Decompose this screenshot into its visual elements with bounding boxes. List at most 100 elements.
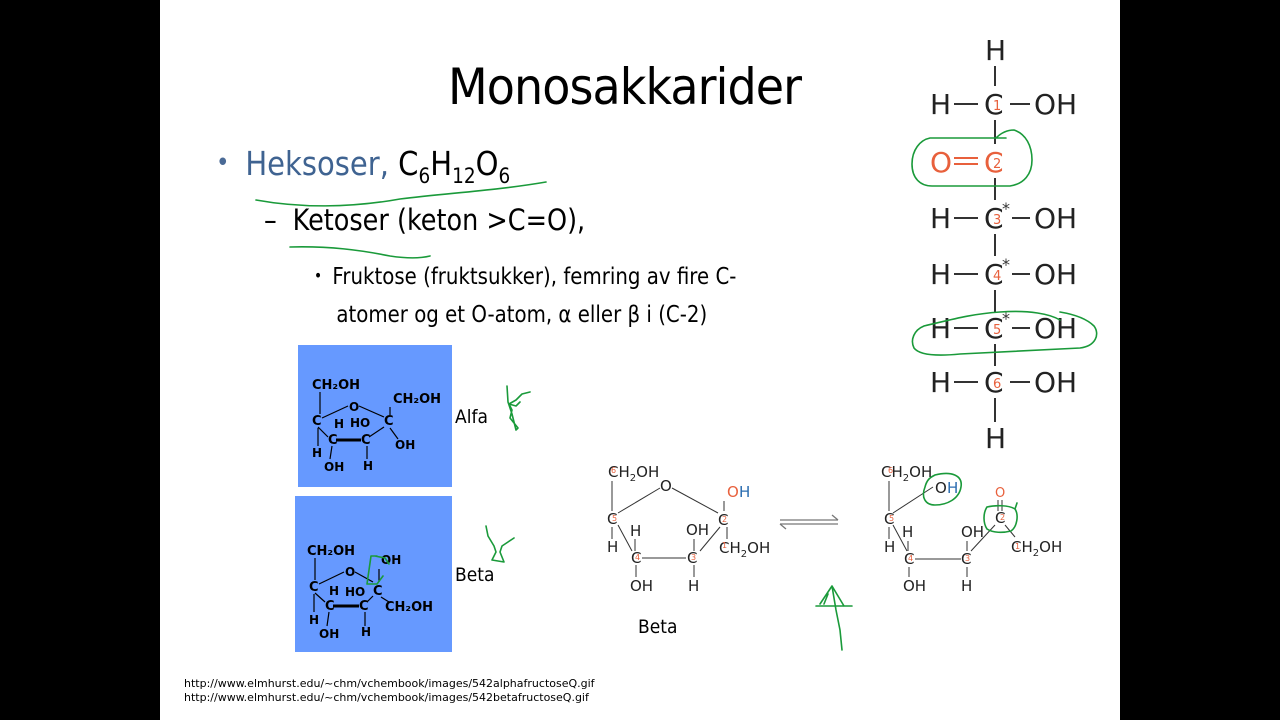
svg-text:C: C bbox=[884, 510, 894, 528]
svg-text:H: H bbox=[930, 258, 951, 291]
alpha-label: Alfa bbox=[455, 406, 488, 428]
svg-text:OH: OH bbox=[324, 460, 344, 474]
svg-text:O: O bbox=[935, 479, 947, 497]
svg-text:CH₂OH: CH₂OH bbox=[307, 544, 355, 559]
svg-text:O: O bbox=[727, 483, 739, 501]
svg-text:CH₂OH: CH₂OH bbox=[393, 392, 441, 407]
svg-text:O: O bbox=[930, 146, 952, 179]
svg-text:C: C bbox=[718, 511, 728, 529]
svg-text:6: 6 bbox=[888, 466, 893, 475]
svg-text:OH: OH bbox=[1034, 88, 1077, 121]
svg-text:C: C bbox=[607, 510, 617, 528]
svg-text:H: H bbox=[630, 522, 641, 540]
underline-hexoses bbox=[255, 181, 547, 207]
svg-text:C: C bbox=[631, 549, 641, 567]
svg-text:C: C bbox=[904, 550, 914, 568]
svg-text:C: C bbox=[984, 146, 1004, 179]
alpha-fructose-structure: CH₂OH CH₂OH O C C H HO C C H OH OH H bbox=[312, 378, 441, 474]
svg-text:O: O bbox=[349, 400, 359, 414]
svg-text:*: * bbox=[1002, 255, 1010, 274]
svg-text:H: H bbox=[930, 202, 951, 235]
svg-text:C: C bbox=[984, 258, 1004, 291]
svg-text:1: 1 bbox=[993, 99, 1001, 114]
svg-text:CH₂OH: CH₂OH bbox=[312, 378, 360, 393]
svg-text:C: C bbox=[325, 599, 335, 614]
svg-text:O: O bbox=[995, 486, 1005, 501]
svg-text:3: 3 bbox=[691, 553, 696, 562]
svg-text:O: O bbox=[345, 565, 355, 579]
svg-text:C: C bbox=[984, 88, 1004, 121]
svg-text:C: C bbox=[984, 366, 1004, 399]
svg-text:CH2OH: CH2OH bbox=[881, 463, 932, 484]
svg-text:H: H bbox=[947, 479, 958, 497]
alpha-symbol-ink bbox=[506, 385, 531, 431]
svg-text:*: * bbox=[1002, 309, 1010, 328]
svg-text:H: H bbox=[739, 483, 750, 501]
molecular-formula: C6H12O6 bbox=[398, 144, 511, 188]
circle-c2 bbox=[983, 502, 1018, 534]
circle-c5-row bbox=[911, 310, 1098, 356]
svg-text:C: C bbox=[995, 509, 1005, 527]
circle-carbonyl bbox=[911, 129, 1033, 187]
reference-link[interactable]: http://www.elmhurst.edu/~chm/vchembook/i… bbox=[184, 677, 595, 690]
svg-text:H: H bbox=[930, 312, 951, 345]
svg-text:CH₂OH: CH₂OH bbox=[385, 600, 433, 615]
svg-text:OH: OH bbox=[630, 577, 653, 595]
equilibrium-arrow-icon bbox=[779, 514, 839, 530]
svg-text:4: 4 bbox=[635, 553, 640, 562]
svg-text:3: 3 bbox=[993, 213, 1001, 228]
dash-marker: – bbox=[264, 203, 277, 237]
svg-text:H: H bbox=[884, 538, 895, 556]
svg-text:H: H bbox=[309, 613, 319, 627]
svg-text:5: 5 bbox=[993, 323, 1001, 338]
bullet-marker: • bbox=[216, 148, 230, 178]
svg-text:2: 2 bbox=[722, 515, 727, 524]
svg-text:H: H bbox=[329, 584, 339, 598]
svg-text:OH: OH bbox=[381, 553, 401, 567]
fructose-text-line1: Fruktose (fruktsukker), femring av fire … bbox=[332, 264, 737, 290]
svg-text:C: C bbox=[361, 433, 371, 448]
svg-text:C: C bbox=[687, 549, 697, 567]
svg-text:C: C bbox=[961, 550, 971, 568]
svg-text:5: 5 bbox=[889, 514, 894, 523]
beta-label: Beta bbox=[455, 564, 495, 586]
svg-text:H: H bbox=[985, 34, 1006, 67]
svg-text:OH: OH bbox=[1034, 202, 1077, 235]
svg-text:H: H bbox=[930, 88, 951, 121]
reference-link[interactable]: http://www.elmhurst.edu/~chm/vchembook/i… bbox=[184, 691, 589, 704]
svg-text:4: 4 bbox=[993, 269, 1001, 284]
svg-text:*: * bbox=[1002, 199, 1010, 218]
svg-text:1: 1 bbox=[1015, 542, 1020, 551]
alpha-fructose-image: CH₂OH CH₂OH O C C H HO C C H OH OH H bbox=[298, 345, 452, 487]
svg-text:HO: HO bbox=[350, 416, 370, 430]
bullet-marker: • bbox=[314, 266, 323, 285]
hexoses-label: Heksoser, bbox=[245, 144, 389, 183]
svg-text:CH2OH: CH2OH bbox=[1011, 538, 1062, 559]
svg-text:H: H bbox=[930, 366, 951, 399]
svg-text:6: 6 bbox=[611, 466, 616, 475]
svg-text:H: H bbox=[312, 446, 322, 460]
references: http://www.elmhurst.edu/~chm/vchembook/i… bbox=[184, 677, 595, 705]
bullet-level1: • Heksoser, C6H12O6 bbox=[216, 144, 511, 188]
ink-annotations bbox=[255, 181, 547, 259]
svg-text:CH2OH: CH2OH bbox=[719, 539, 770, 560]
underline-ketoses bbox=[289, 246, 431, 259]
svg-text:1: 1 bbox=[722, 541, 727, 550]
svg-text:HO: HO bbox=[345, 585, 365, 599]
svg-text:H: H bbox=[361, 625, 371, 639]
svg-text:3: 3 bbox=[965, 554, 970, 563]
svg-text:6: 6 bbox=[993, 377, 1001, 392]
svg-text:OH: OH bbox=[1034, 366, 1077, 399]
svg-text:OH: OH bbox=[903, 577, 926, 595]
svg-text:H: H bbox=[961, 577, 972, 595]
slide: Monosakkarider •Heksoser, C6H12O6 –Ketos… bbox=[160, 0, 1120, 720]
svg-text:C: C bbox=[984, 312, 1004, 345]
svg-text:O: O bbox=[660, 477, 672, 495]
svg-text:OH: OH bbox=[395, 438, 415, 452]
svg-text:H: H bbox=[607, 538, 618, 556]
svg-text:OH: OH bbox=[319, 627, 339, 641]
svg-text:C: C bbox=[328, 433, 338, 448]
svg-text:H: H bbox=[688, 577, 699, 595]
svg-text:H: H bbox=[985, 422, 1006, 455]
